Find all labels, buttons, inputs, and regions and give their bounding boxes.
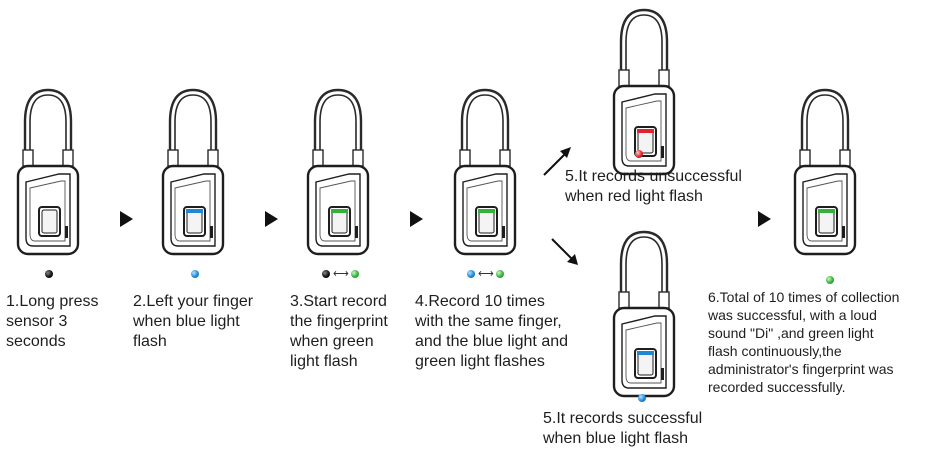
padlock-step-5-successful: [611, 228, 677, 400]
padlock-step-6: [792, 86, 858, 258]
indicator-green-dot: [826, 276, 834, 284]
padlock-step-2: [160, 86, 226, 258]
indicator-red-dot: [635, 150, 643, 158]
indicator-blue-dot: [191, 270, 199, 278]
indicator-blue-dot: [638, 394, 646, 402]
indicator-blue-dot: [467, 270, 475, 278]
indicator-green-dot: [351, 270, 359, 278]
indicator-green-dot: [496, 270, 504, 278]
double-arrow-icon: ⟷: [333, 268, 349, 280]
right-arrow-icon: [410, 211, 423, 227]
down-right-arrow-icon: [551, 238, 578, 265]
right-arrow-icon: [120, 211, 133, 227]
step-1-caption: 1.Long press sensor 3 seconds: [6, 293, 99, 350]
padlock-step-4: [452, 86, 518, 258]
up-right-arrow-icon: [543, 147, 571, 176]
padlock-step-1: [15, 86, 81, 258]
indicator-black-dot: [45, 270, 53, 278]
padlock-step-3: [305, 86, 371, 258]
double-arrow-icon: ⟷: [478, 268, 494, 280]
step-6-caption: 6.Total of 10 times of collection was su…: [708, 289, 900, 395]
step-2-caption: 2.Left your finger when blue light flash: [133, 293, 254, 350]
step-5-unsuccessful-caption: 5.It records unsuccessful when red light…: [565, 168, 742, 205]
right-arrow-icon: [265, 211, 278, 227]
indicator-black-dot: [322, 270, 330, 278]
step-3-caption: 3.Start record the fingerprint when gree…: [290, 293, 388, 370]
padlock-step-5-unsuccessful: [611, 6, 677, 178]
step-4-caption: 4.Record 10 times with the same finger, …: [415, 293, 569, 370]
step-5-successful-caption: 5.It records successful when blue light …: [543, 410, 703, 447]
right-arrow-icon: [758, 211, 771, 227]
